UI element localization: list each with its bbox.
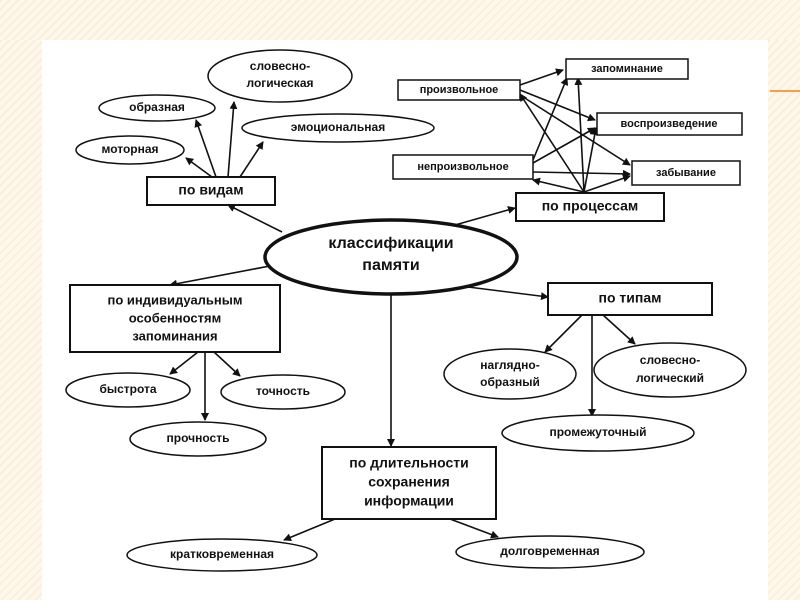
arrow-kind-to-motor bbox=[185, 157, 213, 178]
type-visual-line2: образный bbox=[480, 375, 540, 389]
individual-strength-ellipse: прочность bbox=[129, 421, 267, 457]
process-voluntary-label: произвольное bbox=[420, 84, 499, 96]
type-visual-ellipse: наглядно- образный bbox=[443, 348, 577, 400]
by-individual-box: по индивидуальным особенностям запоминан… bbox=[69, 284, 281, 353]
process-memorizing-box: запоминание bbox=[565, 58, 689, 80]
duration-short-label: кратковременная bbox=[170, 547, 274, 561]
center-label-line2: памяти bbox=[362, 257, 419, 274]
connectors bbox=[169, 68, 636, 542]
arrow-involuntary-to-reproduction bbox=[532, 127, 596, 164]
center-node: классификации памяти bbox=[263, 218, 519, 296]
process-voluntary-box: произвольное bbox=[397, 79, 521, 101]
kind-motor-label: моторная bbox=[101, 142, 158, 156]
individual-speed-ellipse: быстрота bbox=[65, 372, 191, 408]
accent-line bbox=[770, 90, 800, 92]
process-involuntary-box: непроизвольное bbox=[392, 154, 534, 180]
arrow-kind-to-emotional bbox=[239, 141, 264, 178]
by-kind-label: по видам bbox=[178, 182, 243, 198]
process-memorizing-label: запоминание bbox=[591, 63, 663, 75]
by-kind-box: по видам bbox=[146, 176, 276, 206]
by-type-box: по типам bbox=[547, 282, 713, 316]
arrow-involuntary-to-forgetting bbox=[532, 169, 631, 178]
arrow-center-to-by-process bbox=[454, 206, 516, 226]
by-process-label: по процессам bbox=[542, 198, 639, 214]
arrow-process-to-voluntary bbox=[519, 93, 585, 193]
arrow-type-to-verbal bbox=[602, 314, 636, 345]
arrow-process-to-reproduction bbox=[583, 127, 599, 193]
arrow-center-to-by-kind bbox=[227, 204, 283, 233]
by-individual-line1: по индивидуальным bbox=[108, 292, 243, 307]
by-duration-line2: сохранения bbox=[368, 474, 450, 490]
arrow-voluntary-to-reproduction bbox=[519, 89, 596, 122]
type-verbal-line1: словесно- bbox=[640, 353, 700, 367]
arrow-voluntary-to-memorizing bbox=[519, 68, 564, 86]
background-pattern-left bbox=[0, 40, 42, 600]
arrow-kind-to-verbal bbox=[227, 101, 238, 178]
arrow-process-to-forgetting bbox=[583, 174, 631, 193]
arrow-voluntary-to-forgetting bbox=[519, 94, 631, 166]
type-verbal-ellipse: словесно- логический bbox=[593, 342, 747, 398]
arrow-kind-to-figurative bbox=[194, 119, 217, 178]
individual-accuracy-ellipse: точность bbox=[220, 374, 346, 410]
duration-short-ellipse: кратковременная bbox=[126, 538, 318, 572]
by-duration-line1: по длительности bbox=[349, 455, 469, 471]
kind-figurative-label: образная bbox=[129, 100, 185, 114]
individual-strength-label: прочность bbox=[167, 431, 230, 445]
kind-figurative-ellipse: образная bbox=[98, 94, 216, 122]
kind-verbal-logical-ellipse: словесно- логическая bbox=[207, 49, 353, 103]
process-reproduction-box: воспроизведение bbox=[596, 112, 743, 136]
arrow-process-to-involuntary bbox=[532, 177, 585, 193]
kind-verbal-line1: словесно- bbox=[250, 59, 310, 73]
by-type-label: по типам bbox=[599, 290, 662, 306]
type-visual-line1: наглядно- bbox=[480, 358, 539, 372]
kind-emotional-ellipse: эмоциональная bbox=[241, 113, 435, 143]
by-duration-box: по длительности сохранения информации bbox=[321, 446, 497, 520]
type-intermediate-label: промежуточный bbox=[549, 425, 646, 439]
center-label-line1: классификации bbox=[328, 235, 453, 252]
arrow-involuntary-to-memorizing bbox=[532, 77, 569, 161]
by-individual-line2: особенностям bbox=[129, 310, 221, 325]
arrow-individual-to-speed bbox=[169, 351, 199, 375]
arrow-individual-to-accuracy bbox=[213, 351, 241, 377]
process-involuntary-label: непроизвольное bbox=[417, 161, 508, 173]
by-process-box: по процессам bbox=[515, 192, 665, 222]
duration-long-label: долговременная bbox=[500, 544, 599, 558]
process-forgetting-box: забывание bbox=[631, 160, 741, 186]
kind-verbal-line2: логическая bbox=[246, 76, 313, 90]
arrow-duration-to-long bbox=[449, 518, 499, 539]
by-individual-line3: запоминания bbox=[132, 328, 217, 343]
background-pattern-right bbox=[768, 40, 800, 600]
arrow-type-to-visual bbox=[544, 314, 583, 353]
arrow-center-to-by-individual bbox=[169, 264, 276, 288]
arrow-duration-to-short bbox=[283, 518, 336, 542]
individual-speed-label: быстрота bbox=[99, 382, 156, 396]
individual-accuracy-label: точность bbox=[256, 384, 310, 398]
type-verbal-line2: логический bbox=[636, 371, 704, 385]
duration-long-ellipse: долговременная bbox=[455, 535, 645, 569]
kind-motor-ellipse: моторная bbox=[75, 135, 185, 165]
arrow-center-to-by-type bbox=[467, 286, 549, 301]
background-pattern-top bbox=[0, 0, 800, 40]
process-forgetting-label: забывание bbox=[656, 167, 716, 179]
process-reproduction-label: воспроизведение bbox=[621, 118, 718, 130]
kind-emotional-label: эмоциональная bbox=[291, 120, 385, 134]
by-duration-line3: информации bbox=[364, 493, 454, 509]
type-intermediate-ellipse: промежуточный bbox=[501, 414, 695, 452]
